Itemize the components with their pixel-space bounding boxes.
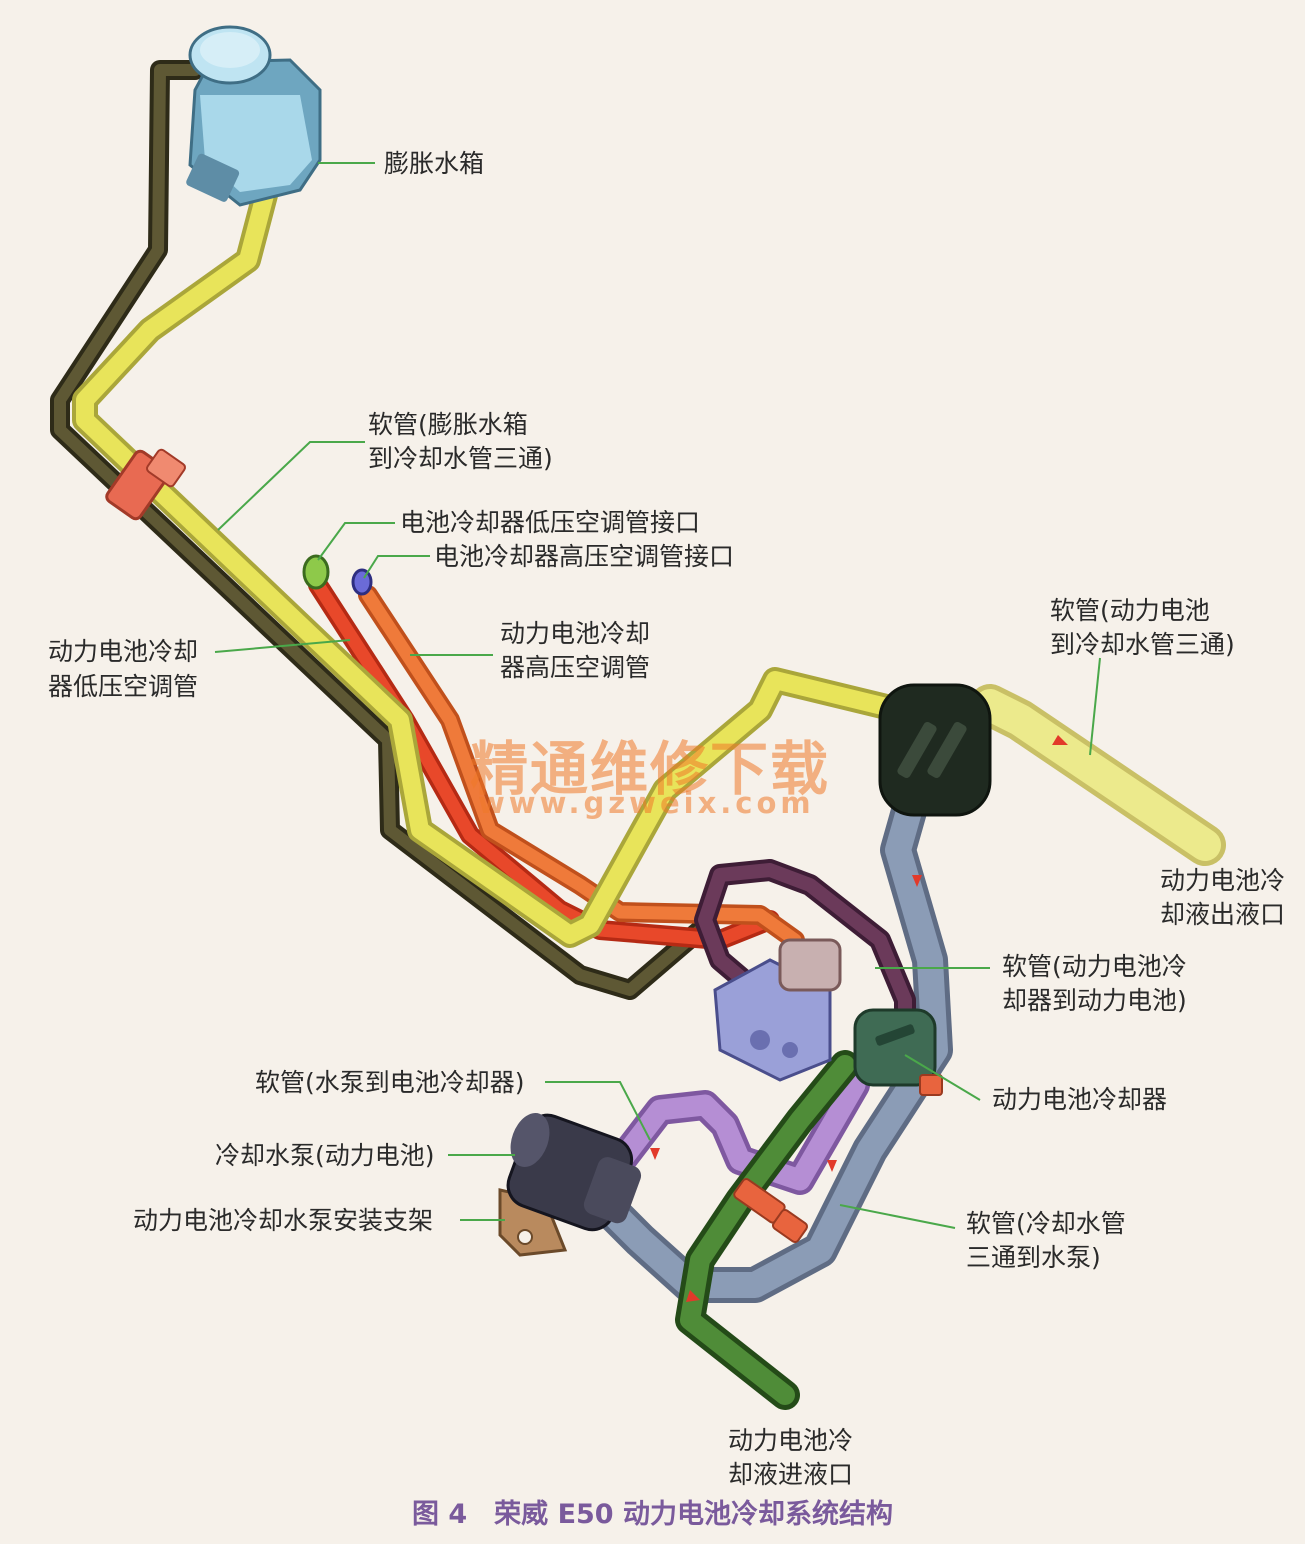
- watermark-title: 精通维修下载: [470, 735, 831, 803]
- label-hose-pump-to-chiller: 软管(水泵到电池冷却器): [255, 1068, 525, 1097]
- label-coolant-outlet-line1: 动力电池冷: [1160, 866, 1286, 895]
- label-chiller-high-port: 电池冷却器高压空调管接口: [434, 542, 735, 571]
- label-hose-tee-to-pump-line1: 软管(冷却水管: [966, 1209, 1126, 1238]
- label-hose-tee-to-pump-line2: 三通到水泵): [966, 1243, 1101, 1272]
- expansion-tank: [186, 25, 322, 207]
- ac-port-connectors: [302, 554, 373, 596]
- label-low-pressure-pipe-line2: 器低压空调管: [48, 672, 199, 701]
- dark-olive-pipe: [50, 60, 710, 1000]
- lavender-hose: [595, 1070, 870, 1195]
- high-pressure-ac-pipe: [358, 585, 805, 950]
- label-coolant-outlet-line2: 却液出液口: [1160, 900, 1286, 929]
- label-hose-chiller-to-battery-line2: 却器到动力电池): [1002, 986, 1187, 1015]
- label-hose-tank-to-tee-line2: 到冷却水管三通): [368, 444, 553, 473]
- label-low-pressure-pipe-line1: 动力电池冷却: [48, 637, 199, 666]
- purple-pipe: [694, 859, 916, 1056]
- battery-chiller: [713, 938, 937, 1087]
- label-hose-tank-to-tee-line1: 软管(膨胀水箱: [368, 410, 528, 439]
- flow-arrows: [650, 735, 1068, 1302]
- pipe-clamps-lower: [733, 1074, 943, 1244]
- label-high-pressure-pipe-line1: 动力电池冷却: [500, 619, 651, 648]
- label-chiller-low-port: 电池冷却器低压空调管接口: [400, 508, 701, 537]
- label-hose-battery-to-tee-line1: 软管(动力电池: [1050, 596, 1210, 625]
- coolant-tee-block: [878, 683, 992, 817]
- label-coolant-inlet-line1: 动力电池冷: [728, 1426, 854, 1455]
- label-expansion-tank: 膨胀水箱: [384, 149, 485, 178]
- green-inlet-pipe: [675, 1050, 860, 1410]
- water-pump: [498, 1112, 642, 1257]
- leader-lines: [214, 162, 1101, 1229]
- label-hose-chiller-to-battery-line1: 软管(动力电池冷: [1002, 952, 1187, 981]
- watermark-url: www.gzweix.com: [478, 786, 815, 820]
- figure-caption: 图 4 荣威 E50 动力电池冷却系统结构: [411, 1499, 893, 1530]
- label-high-pressure-pipe-line2: 器高压空调管: [500, 653, 651, 682]
- blue-grey-pipe: [592, 772, 953, 1303]
- label-pump-bracket: 动力电池冷却水泵安装支架: [133, 1206, 434, 1235]
- label-hose-battery-to-tee-line2: 到冷却水管三通): [1050, 630, 1235, 659]
- pipe-clamp-upper: [105, 448, 186, 521]
- yellow-hose: [72, 182, 1226, 948]
- label-coolant-inlet-line2: 却液进液口: [728, 1460, 854, 1489]
- label-battery-chiller: 动力电池冷却器: [992, 1085, 1168, 1114]
- label-water-pump: 冷却水泵(动力电池): [215, 1141, 435, 1170]
